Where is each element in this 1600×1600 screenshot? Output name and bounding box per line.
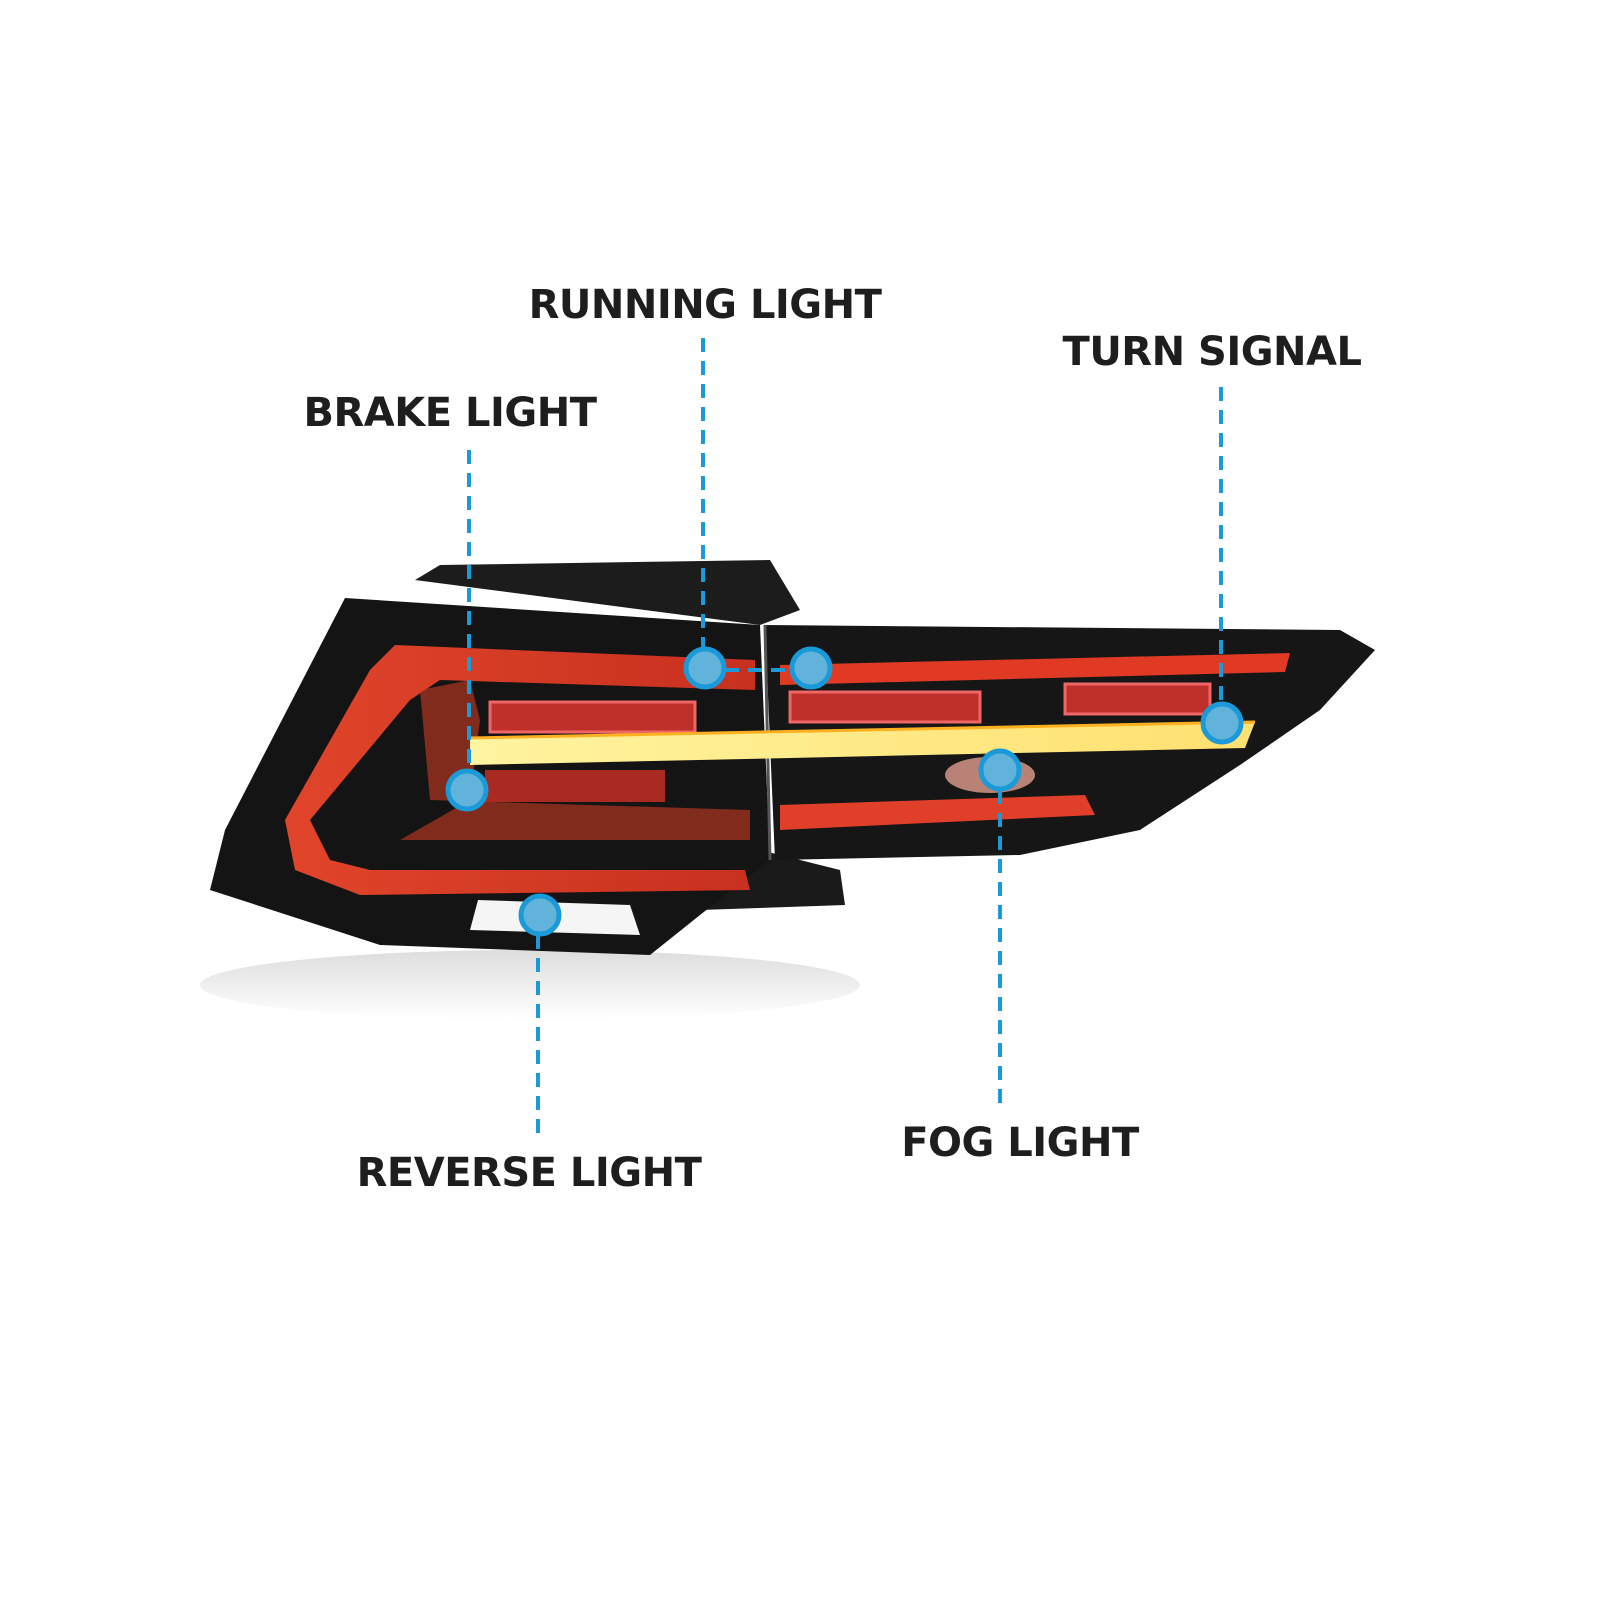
turn-signal-marker — [1200, 701, 1244, 745]
fog-light-marker — [978, 748, 1022, 792]
fog-light-label: FOG LIGHT — [901, 1120, 1139, 1166]
running-light-bar — [780, 653, 1290, 685]
reverse-light-label: REVERSE LIGHT — [356, 1150, 702, 1196]
brake-light-marker — [445, 768, 489, 812]
running-light-marker — [683, 646, 727, 690]
brake-light-bar — [285, 645, 755, 895]
turn-signal-label: TURN SIGNAL — [1062, 329, 1362, 375]
reflection — [200, 950, 860, 1020]
brake-led-module — [488, 700, 697, 734]
brake-light-label: BRAKE LIGHT — [303, 390, 597, 436]
reverse-light-marker — [518, 893, 562, 937]
running-light-marker — [789, 646, 833, 690]
running-light-label: RUNNING LIGHT — [528, 282, 882, 328]
turn-signal-strip — [470, 722, 1255, 765]
fog-light-bar — [780, 795, 1095, 830]
